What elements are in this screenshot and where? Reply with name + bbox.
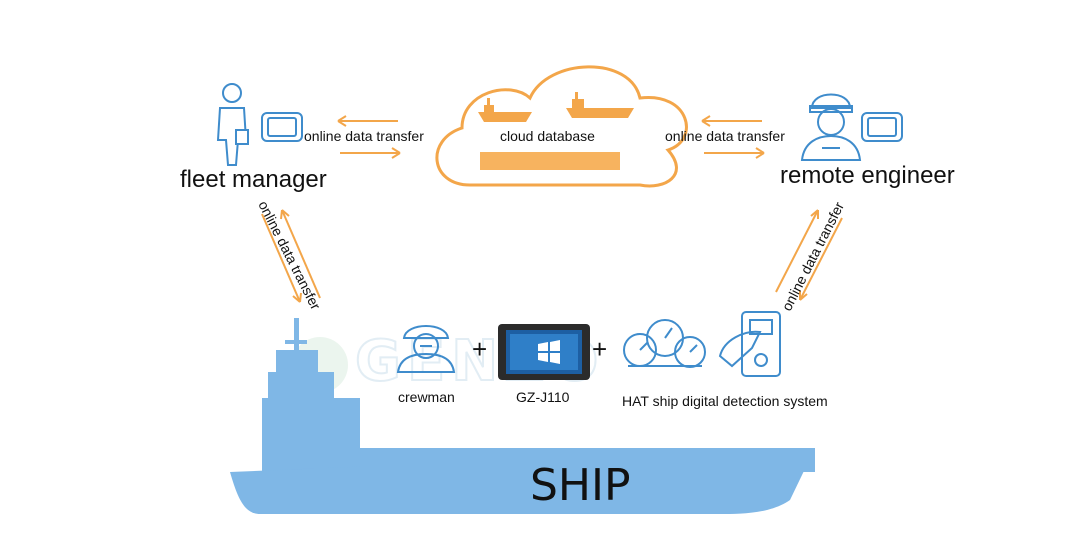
cloud-database: cloud database [435, 65, 688, 188]
system-label: HAT ship digital detection system [622, 393, 828, 409]
cloud-shape [435, 65, 688, 188]
device-label: GZ-J110 [516, 389, 570, 405]
tablet-icon [261, 112, 303, 142]
transfer-arrows-diag-left [261, 209, 321, 303]
transfer-left-label: online data transfer [304, 128, 424, 144]
transfer-diag-left-label: online data transfer [255, 198, 324, 312]
transfer-arrows-right [701, 115, 765, 159]
transfer-arrows-diag-right [775, 209, 843, 301]
fleet-manager-group: fleet manager [180, 83, 327, 193]
engineer-icon [800, 93, 862, 161]
diagnostic-tool-icon [718, 311, 781, 377]
fleet-manager-label: fleet manager [180, 166, 327, 193]
crewman-label: crewman [398, 389, 455, 405]
ship-label: SHIP [530, 460, 631, 511]
transfer-arrows-left [337, 115, 401, 159]
cloud-bar [480, 152, 620, 170]
gz-j110-tablet-icon [498, 324, 590, 380]
person-icon [216, 83, 249, 166]
cloud-database-label: cloud database [500, 128, 595, 144]
ship-icon-2 [566, 92, 634, 118]
gauges-icon [623, 319, 706, 368]
remote-engineer-group: remote engineer [780, 93, 955, 189]
transfer-diag-right-label: online data transfer [778, 199, 847, 313]
ship-shape [230, 318, 815, 514]
plus-1: + [472, 334, 487, 364]
tablet-icon-2 [861, 112, 903, 142]
crewman-icon [396, 325, 456, 373]
remote-engineer-label: remote engineer [780, 162, 955, 189]
transfer-right-label: online data transfer [665, 128, 785, 144]
ship-icon-1 [478, 98, 532, 122]
plus-2: + [592, 334, 607, 364]
